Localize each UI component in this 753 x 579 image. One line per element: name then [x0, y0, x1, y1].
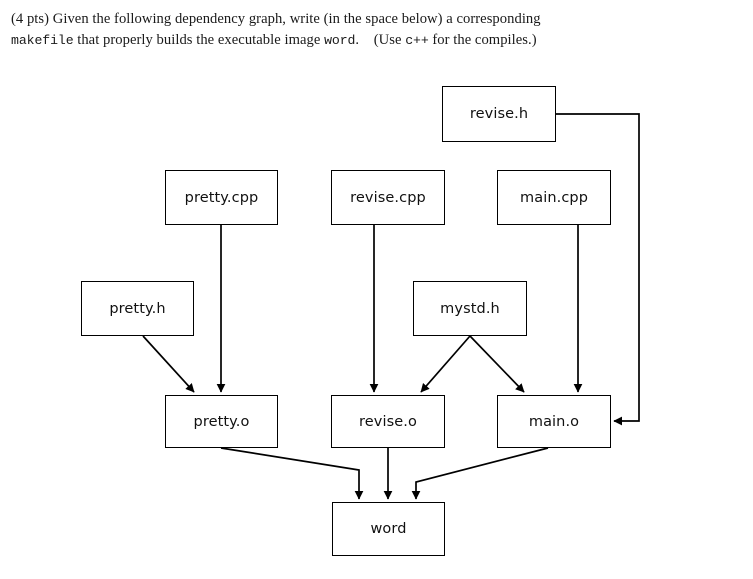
dependency-graph: revise.h pretty.cpp revise.cpp main.cpp … [0, 70, 753, 579]
edge-revise_h-to-main_o [556, 113, 640, 426]
node-revise-cpp[interactable]: revise.cpp [331, 170, 445, 225]
node-pretty-h[interactable]: pretty.h [81, 281, 194, 336]
node-mystd-h[interactable]: mystd.h [413, 281, 527, 336]
compiler-keyword: c++ [405, 33, 429, 48]
node-pretty-cpp[interactable]: pretty.cpp [165, 170, 278, 225]
node-revise-h[interactable]: revise.h [442, 86, 556, 142]
node-word[interactable]: word [332, 502, 445, 556]
target-keyword: word [324, 33, 356, 48]
node-main-cpp[interactable]: main.cpp [497, 170, 611, 225]
parenthetical-open: (Use [373, 32, 402, 48]
edge-mystd_h-to-revise_o [420, 335, 471, 393]
question-line-1-text: Given the following dependency graph, wr… [52, 11, 541, 27]
graph-edges [142, 113, 640, 500]
question-line-2-text: that properly builds the executable imag… [77, 32, 321, 48]
edge-main_o-to-word [411, 447, 549, 500]
node-revise-o[interactable]: revise.o [331, 395, 445, 448]
question-text: (4 pts) Given the following dependency g… [11, 9, 731, 51]
question-period: . [355, 32, 360, 48]
edge-pretty_o-to-word [220, 447, 364, 500]
node-pretty-o[interactable]: pretty.o [165, 395, 278, 448]
question-line-2: makefile that properly builds the execut… [11, 30, 731, 51]
edge-mystd_h-to-main_o [469, 335, 525, 393]
makefile-keyword: makefile [11, 33, 74, 48]
node-main-o[interactable]: main.o [497, 395, 611, 448]
parenthetical-close: for the compiles.) [432, 32, 537, 48]
points-label: (4 pts) [11, 11, 50, 27]
question-line-1: (4 pts) Given the following dependency g… [11, 9, 731, 30]
edge-pretty_h-to-pretty_o [142, 335, 195, 393]
